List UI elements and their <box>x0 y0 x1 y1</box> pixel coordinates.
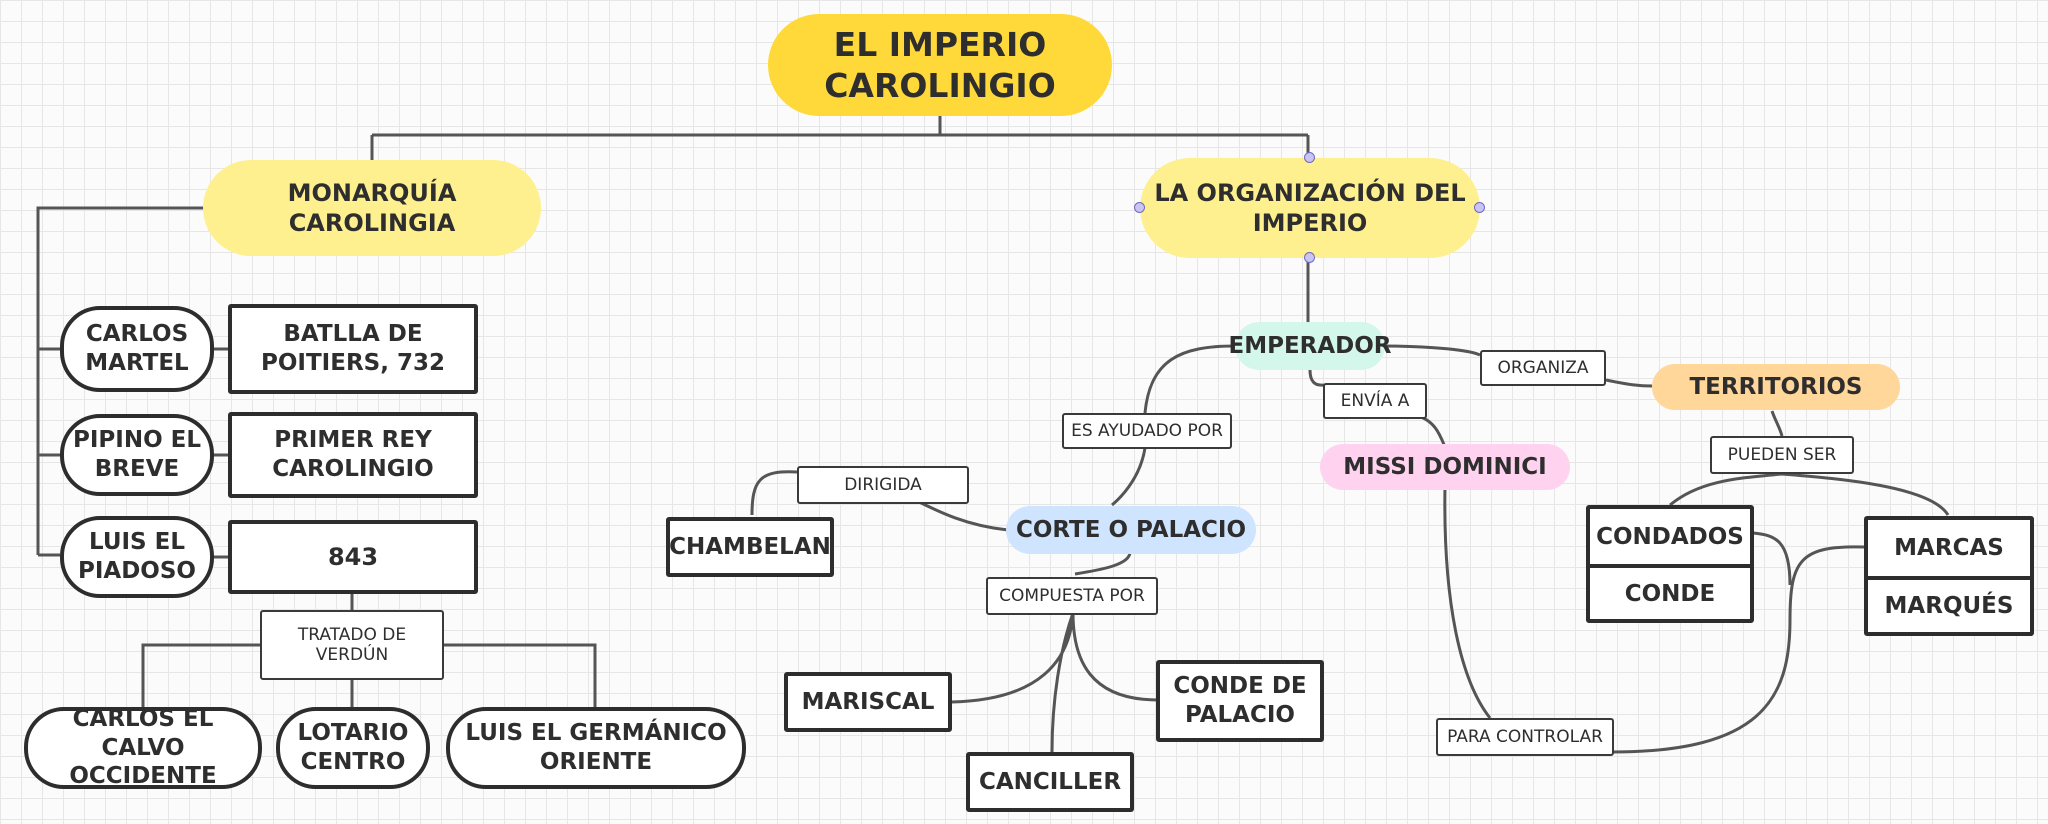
node-843[interactable]: 843 <box>228 520 478 594</box>
batalla-line-2: POITIERS, 732 <box>261 350 445 376</box>
tratado-line-2: VERDÚN <box>315 645 389 665</box>
conde-palacio-line-1: CONDE DE <box>1173 673 1307 700</box>
label-dirigida[interactable]: DIRIGIDA <box>797 466 969 504</box>
connector-compuesta-items <box>951 612 1159 753</box>
missi-text: MISSI DOMINICI <box>1343 453 1547 480</box>
node-condados[interactable]: CONDADOS CONDE <box>1586 505 1754 623</box>
node-marcas[interactable]: MARCAS MARQUÉS <box>1864 516 2034 636</box>
connector-tratado-heirs <box>141 643 597 707</box>
carlos-martel-line-1: CARLOS <box>85 321 189 348</box>
connector-territorios-pueden <box>1770 410 1784 437</box>
organiza-text: ORGANIZA <box>1497 357 1589 378</box>
node-canciller[interactable]: CANCILLER <box>966 752 1134 812</box>
dirigida-text: DIRIGIDA <box>844 474 922 495</box>
connector-pueden-items <box>1669 472 1950 516</box>
connector-root <box>370 115 1310 160</box>
resize-handle-top[interactable] <box>1304 152 1315 163</box>
lotario-line-2: CENTRO <box>300 749 406 775</box>
pueden-ser-text: PUEDEN SER <box>1727 444 1837 465</box>
monarquia-line-1: MONARQUÍA <box>287 179 457 207</box>
compuesta-text: COMPUESTA POR <box>999 585 1145 606</box>
luis-germanico-line-2: ORIENTE <box>539 749 653 775</box>
para-controlar-text: PARA CONTROLAR <box>1447 726 1603 747</box>
connector-monarquia <box>36 206 205 555</box>
connector-corte-compuesta <box>1074 551 1132 576</box>
root-line-2: CAROLINGIO <box>824 66 1056 105</box>
carlos-calvo-line-2: OCCIDENTE <box>69 763 217 790</box>
cell-conde: CONDE <box>1590 564 1750 619</box>
cell-marques: MARQUÉS <box>1868 576 2030 632</box>
es-ayudado-text: ES AYUDADO POR <box>1071 420 1223 441</box>
territorios-text: TERRITORIOS <box>1689 373 1863 400</box>
connector-ayudado-corte <box>1111 447 1147 507</box>
luis-piadoso-line-1: LUIS EL <box>88 529 185 556</box>
label-pueden-ser[interactable]: PUEDEN SER <box>1710 436 1854 474</box>
primer-rey-line-2: CAROLINGIO <box>272 456 434 482</box>
node-emperador[interactable]: EMPERADOR <box>1228 322 1392 370</box>
luis-piadoso-line-2: PIADOSO <box>78 558 196 584</box>
label-para-controlar[interactable]: PARA CONTROLAR <box>1436 718 1614 756</box>
resize-handle-bottom[interactable] <box>1304 252 1315 263</box>
tratado-line-1: TRATADO DE <box>297 624 407 645</box>
organizacion-line-2: IMPERIO <box>1252 209 1368 237</box>
organizacion-line-1: LA ORGANIZACIÓN DEL <box>1154 179 1466 207</box>
root-line-1: EL IMPERIO <box>833 24 1047 64</box>
connector-missi-controlar <box>1443 485 1492 719</box>
connector-emperador-ayudado <box>1143 344 1236 414</box>
node-corte-palacio[interactable]: CORTE O PALACIO <box>1006 506 1256 554</box>
label-envia-a[interactable]: ENVÍA A <box>1323 383 1427 419</box>
batalla-line-1: BATLLA DE <box>283 321 423 348</box>
chambelan-text: CHAMBELAN <box>669 533 831 560</box>
cell-condados: CONDADOS <box>1596 523 1744 550</box>
connector-controlar-territorios <box>1611 531 1866 754</box>
conde-palacio-line-2: PALACIO <box>1184 702 1295 728</box>
resize-handle-right[interactable] <box>1474 202 1485 213</box>
connector-organiza-territorios <box>1605 378 1653 388</box>
mariscal-text: MARISCAL <box>801 688 935 715</box>
node-843-text: 843 <box>327 543 379 571</box>
node-chambelan[interactable]: CHAMBELAN <box>666 517 834 577</box>
pipino-line-1: PIPINO EL <box>72 427 201 454</box>
label-organiza[interactable]: ORGANIZA <box>1480 350 1606 386</box>
connector-emperador-envia <box>1308 369 1326 387</box>
emperador-text: EMPERADOR <box>1228 332 1392 359</box>
node-mariscal[interactable]: MARISCAL <box>784 672 952 732</box>
node-missi-dominici[interactable]: MISSI DOMINICI <box>1320 444 1570 490</box>
connector-dirigida-chambelan <box>750 470 798 516</box>
luis-germanico-line-1: LUIS EL GERMÁNICO <box>465 720 727 747</box>
cell-marcas: MARCAS <box>1894 535 2004 561</box>
connector-emperador-organiza <box>1382 344 1481 357</box>
canciller-text: CANCILLER <box>978 768 1122 795</box>
corte-text: CORTE O PALACIO <box>1015 516 1247 543</box>
node-territorios[interactable]: TERRITORIOS <box>1652 364 1900 410</box>
pipino-line-2: BREVE <box>94 456 180 482</box>
lotario-line-1: LOTARIO <box>297 720 409 747</box>
connector-envia-missi <box>1414 413 1447 448</box>
label-es-ayudado-por[interactable]: ES AYUDADO POR <box>1062 413 1232 449</box>
primer-rey-line-1: PRIMER REY <box>274 427 432 454</box>
carlos-calvo-line-1: CARLOS EL CALVO <box>72 705 214 761</box>
resize-handle-left[interactable] <box>1134 202 1145 213</box>
carlos-martel-line-2: MARTEL <box>85 350 189 376</box>
envia-a-text: ENVÍA A <box>1340 390 1410 411</box>
label-compuesta-por[interactable]: COMPUESTA POR <box>986 577 1158 615</box>
monarquia-line-2: CAROLINGIA <box>288 209 456 237</box>
